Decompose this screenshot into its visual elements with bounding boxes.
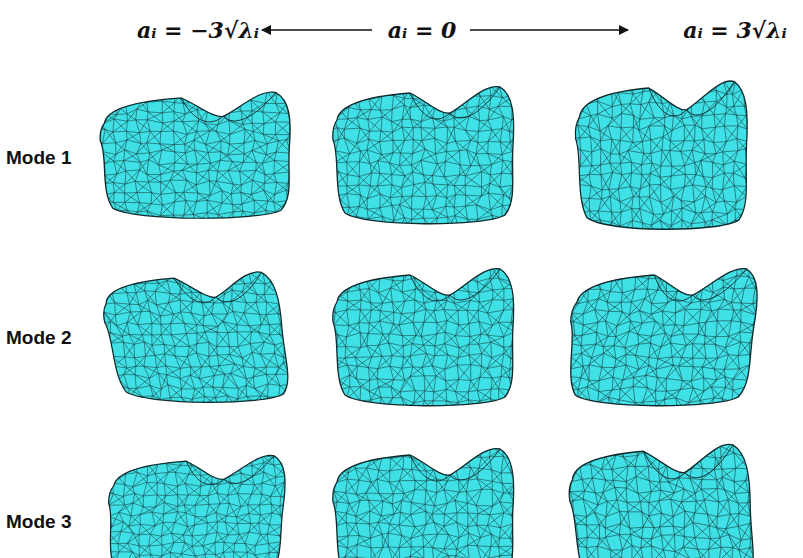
coefficient-header: aᵢ = −3√λᵢ	[137, 17, 259, 43]
mode-label: Mode 2	[6, 327, 71, 349]
coefficient-header: aᵢ = 0	[388, 17, 457, 43]
mesh-shape	[323, 72, 526, 231]
direction-arrow	[262, 29, 372, 31]
coefficient-header: aᵢ = 3√λᵢ	[683, 17, 787, 43]
mesh-shape	[85, 258, 306, 410]
mode-label: Mode 3	[6, 511, 71, 533]
mesh-shape	[554, 429, 769, 558]
mesh-shape	[323, 254, 526, 412]
shape-grid	[85, 65, 774, 558]
mesh-shape	[322, 435, 525, 558]
mesh-shape	[93, 443, 300, 558]
direction-arrow	[470, 29, 628, 31]
mesh-shape	[89, 80, 303, 226]
mesh-shape	[565, 65, 758, 237]
mesh-shape	[552, 254, 775, 414]
mode-label: Mode 1	[6, 147, 71, 169]
